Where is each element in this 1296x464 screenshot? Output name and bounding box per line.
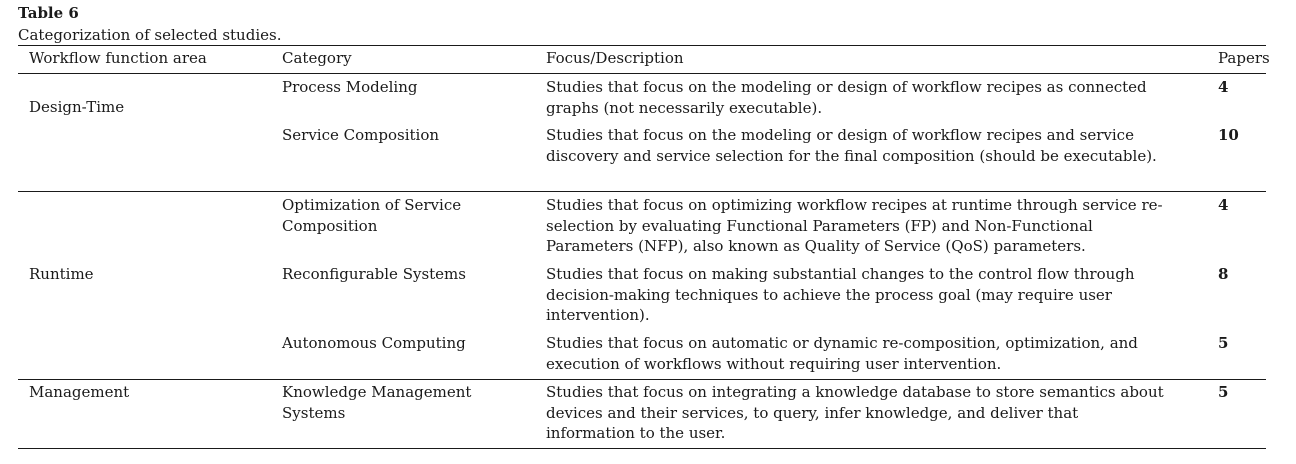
description-cell: Studies that focus on the modeling or de… — [546, 126, 1157, 165]
papers-cell: 4 — [1218, 78, 1229, 96]
group-divider-rule — [18, 379, 1266, 380]
papers-cell: 4 — [1218, 196, 1229, 214]
papers-cell: 5 — [1218, 334, 1229, 352]
category-cell: Autonomous Computing — [282, 334, 466, 352]
description-cell: Studies that focus on making substantial… — [546, 265, 1135, 324]
header-focus-description: Focus/Description — [546, 49, 684, 67]
area-design-time: Design-Time — [29, 98, 125, 116]
category-cell: Process Modeling — [282, 78, 418, 96]
description-cell: Studies that focus on the modeling or de… — [546, 78, 1147, 117]
description-cell: Studies that focus on integrating a know… — [546, 383, 1164, 442]
papers-cell: 8 — [1218, 265, 1229, 283]
papers-cell: 5 — [1218, 383, 1229, 401]
header-category: Category — [282, 49, 352, 67]
group-divider-rule — [18, 191, 1266, 192]
category-cell: Service Composition — [282, 126, 440, 144]
header-papers: Papers — [1218, 49, 1270, 67]
area-management: Management — [29, 383, 130, 401]
papers-cell: 10 — [1218, 126, 1239, 144]
table-top-rule — [18, 45, 1266, 46]
header-workflow-function-area: Workflow function area — [29, 49, 207, 67]
description-cell: Studies that focus on automatic or dynam… — [546, 334, 1138, 373]
description-cell: Studies that focus on optimizing workflo… — [546, 196, 1163, 255]
table-label: Table 6 — [18, 4, 79, 22]
table-caption: Categorization of selected studies. — [18, 26, 282, 44]
category-cell: Reconfigurable Systems — [282, 265, 466, 283]
table-caption-block: Table 6 Categorization of selected studi… — [18, 3, 281, 44]
area-runtime: Runtime — [29, 265, 94, 283]
table-bottom-rule — [18, 448, 1266, 449]
header-bottom-rule — [18, 73, 1266, 74]
category-cell: Knowledge Management Systems — [282, 383, 472, 422]
category-cell: Optimization of Service Composition — [282, 196, 462, 235]
